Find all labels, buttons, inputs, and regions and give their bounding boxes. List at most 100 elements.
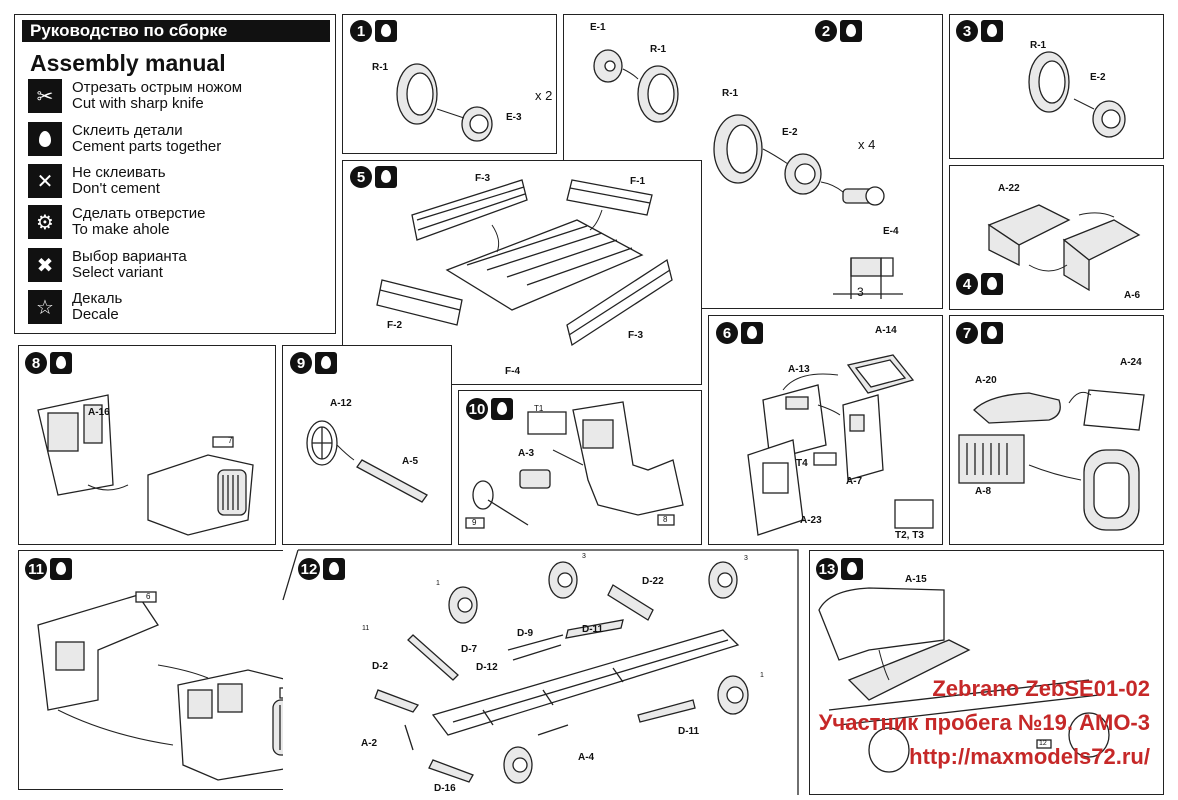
- part-label: E-2: [1090, 72, 1106, 83]
- part-label: T1: [534, 404, 544, 413]
- legend-item-ru: Декаль: [72, 290, 123, 307]
- part-label: E-2: [782, 127, 798, 138]
- part-label: D-22: [642, 576, 664, 587]
- part-label: F-3: [475, 173, 490, 184]
- part-label: A-12: [330, 398, 352, 409]
- glue-drop-icon: [981, 322, 1003, 344]
- part-label: A-5: [402, 456, 419, 467]
- part-label: A-16: [88, 407, 110, 418]
- select-variant-icon: ✖: [28, 248, 62, 282]
- part-label: A-23: [800, 515, 822, 526]
- step-10-header: 10: [466, 398, 513, 420]
- step-13-header: 13: [816, 558, 863, 580]
- step-number: 4: [956, 273, 978, 295]
- step-12-header: 12: [298, 558, 345, 580]
- part-label: A-2: [361, 738, 378, 749]
- legend-item-en: Cut with sharp knife: [72, 95, 204, 112]
- step-7-header: 7: [956, 322, 1003, 344]
- step-8-drawing: [37, 394, 254, 536]
- part-label: 9: [472, 518, 477, 527]
- watermark-link[interactable]: http://maxmodels72.ru/: [909, 744, 1150, 769]
- step-5-header: 5: [350, 166, 397, 188]
- part-label: A-8: [975, 486, 992, 497]
- step-number: 5: [350, 166, 372, 188]
- part-label: A-13: [788, 364, 810, 375]
- step-number: 13: [816, 558, 838, 580]
- step-number: 1: [350, 20, 372, 42]
- part-label: A-20: [975, 375, 997, 386]
- glue-drop-icon: [981, 273, 1003, 295]
- part-label: 7: [228, 436, 233, 445]
- step-1-header: 1: [350, 20, 397, 42]
- glue-drop-icon: [981, 20, 1003, 42]
- step-number: 8: [25, 352, 47, 374]
- step-number: 12: [298, 558, 320, 580]
- step-2-header: 2: [815, 20, 862, 42]
- part-label: R-1: [722, 88, 739, 99]
- legend-item-ru: Склеить детали: [72, 122, 183, 139]
- legend-item-en: Select variant: [72, 264, 163, 281]
- part-label: F-3: [628, 330, 643, 341]
- part-label: D-11: [678, 726, 700, 737]
- part-label: E-3: [506, 112, 522, 123]
- quantity-label: x 2: [535, 88, 553, 103]
- part-label: D-2: [372, 661, 389, 672]
- part-label: F-4: [505, 366, 520, 377]
- step-number: 9: [290, 352, 312, 374]
- step-number: 3: [956, 20, 978, 42]
- glue-drop-icon: [28, 122, 62, 156]
- step-3-drawing: [1028, 51, 1126, 138]
- part-label: R-1: [372, 62, 389, 73]
- legend-item-en: To make ahole: [72, 221, 170, 238]
- step-1-drawing: [396, 63, 493, 142]
- glue-drop-icon: [315, 352, 337, 374]
- part-label: D-12: [476, 662, 498, 673]
- part-label: 3: [744, 555, 748, 562]
- part-label: 8: [663, 515, 668, 524]
- part-label: A-15: [905, 574, 927, 585]
- step-2-drawing: [593, 49, 903, 299]
- dimension-label: 3: [857, 285, 864, 299]
- glue-drop-icon: [840, 20, 862, 42]
- step-11-header: 11: [25, 558, 72, 580]
- legend-title-ru: Руководство по сборке: [22, 20, 330, 42]
- knife-icon: ✂: [28, 79, 62, 113]
- part-label: E-1: [590, 22, 606, 33]
- legend-item-en: Cement parts together: [72, 138, 222, 155]
- watermark-line-2: Участник пробега №19. АМО-3: [818, 710, 1150, 735]
- part-label: A-4: [578, 752, 595, 763]
- part-label: F-2: [387, 320, 402, 331]
- legend-item-en: Don't cement: [72, 180, 160, 197]
- legend-panel: [14, 14, 336, 334]
- step-9-header: 9: [290, 352, 337, 374]
- step-number: 2: [815, 20, 837, 42]
- glue-drop-icon: [50, 352, 72, 374]
- step-9-drawing: [306, 420, 428, 503]
- glue-drop-icon: [741, 322, 763, 344]
- step-4-drawing: [987, 204, 1141, 292]
- part-label: E-4: [883, 226, 899, 237]
- part-label: D-7: [461, 644, 478, 655]
- step-6-header: 6: [716, 322, 763, 344]
- part-label: 1: [436, 580, 440, 587]
- step-4-header: 4: [956, 273, 1003, 295]
- part-label: R-1: [1030, 40, 1047, 51]
- legend-item-ru: Выбор варианта: [72, 248, 187, 265]
- step-number: 10: [466, 398, 488, 420]
- part-label: A-24: [1120, 357, 1142, 368]
- part-label: A-14: [875, 325, 897, 336]
- step-3-header: 3: [956, 20, 1003, 42]
- part-label: 11: [362, 625, 370, 632]
- part-label: A-7: [846, 476, 863, 487]
- part-label: T2, T3: [895, 530, 924, 541]
- part-label: A-22: [998, 183, 1020, 194]
- step-10-drawing: [465, 401, 684, 529]
- glue-drop-icon: [375, 166, 397, 188]
- step-5-drawing: [376, 179, 673, 347]
- part-label: R-1: [650, 44, 667, 55]
- part-label: D-9: [517, 628, 534, 639]
- step-number: 7: [956, 322, 978, 344]
- part-label: 6: [146, 592, 151, 601]
